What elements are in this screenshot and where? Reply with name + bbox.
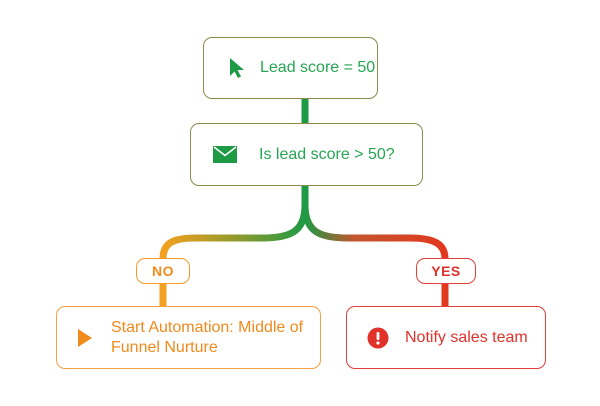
no-branch-label: NO xyxy=(136,258,190,284)
no-action-node-label: Start Automation: Middle of Funnel Nurtu… xyxy=(111,318,304,356)
yes-branch-label: YES xyxy=(416,258,476,284)
no-action-node[interactable]: Start Automation: Middle of Funnel Nurtu… xyxy=(56,306,321,369)
cursor-icon xyxy=(228,57,246,79)
condition-node[interactable]: Is lead score > 50? xyxy=(190,123,423,186)
yes-action-node-label: Notify sales team xyxy=(405,328,528,346)
play-icon xyxy=(77,328,93,348)
start-node-label: Lead score = 50 xyxy=(260,59,376,76)
yes-action-node[interactable]: Notify sales team xyxy=(346,306,546,369)
condition-node-label: Is lead score > 50? xyxy=(259,145,395,163)
envelope-icon xyxy=(213,146,237,163)
start-node[interactable]: Lead score = 50 xyxy=(203,37,378,99)
connector-to-no-branch xyxy=(159,185,309,260)
connector-to-yes-branch xyxy=(301,204,449,260)
alert-icon xyxy=(367,327,389,349)
